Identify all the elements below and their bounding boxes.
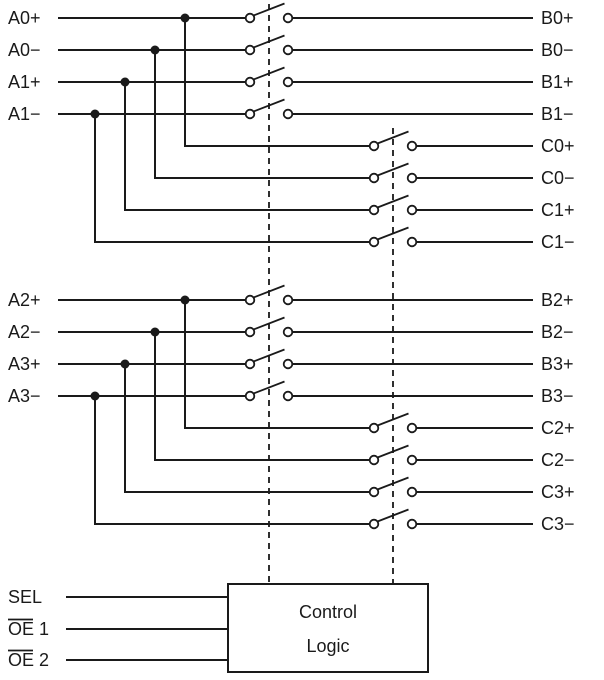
wiring-row-a2-plus: [58, 299, 533, 429]
wiring-row-a1-plus: [58, 81, 533, 211]
wiring-row-a3-minus: [58, 395, 533, 525]
port-label-c1-plus: C1+: [541, 200, 575, 220]
junction-a2-minus: [150, 327, 160, 337]
wiring-row-a0-plus: [58, 17, 533, 147]
junction-a3-minus: [90, 391, 100, 401]
port-label-b0-minus: B0−: [541, 40, 574, 60]
port-label-b1-plus: B1+: [541, 72, 574, 92]
port-label-c2-plus: C2+: [541, 418, 575, 438]
oe1-label: OE 1: [8, 619, 49, 639]
port-label-a0-plus: A0+: [8, 8, 41, 28]
port-label-b1-minus: B1−: [541, 104, 574, 124]
junction-a3-plus: [120, 359, 130, 369]
oe2-label: OE 2: [8, 650, 49, 670]
port-label-c0-plus: C0+: [541, 136, 575, 156]
port-label-b3-minus: B3−: [541, 386, 574, 406]
sel-label: SEL: [8, 587, 42, 607]
port-label-c2-minus: C2−: [541, 450, 575, 470]
control-logic-label-line1: Control: [299, 602, 357, 622]
wiring-row-a3-plus: [58, 363, 533, 493]
port-label-b3-plus: B3+: [541, 354, 574, 374]
junction-a0-minus: [150, 45, 160, 55]
junction-a0-plus: [180, 13, 190, 23]
port-label-c3-plus: C3+: [541, 482, 575, 502]
wiring-row-a1-minus: [58, 113, 533, 243]
port-label-b2-minus: B2−: [541, 322, 574, 342]
port-label-a3-minus: A3−: [8, 386, 41, 406]
port-label-a0-minus: A0−: [8, 40, 41, 60]
port-label-c0-minus: C0−: [541, 168, 575, 188]
junction-a2-plus: [180, 295, 190, 305]
port-label-a3-plus: A3+: [8, 354, 41, 374]
junction-a1-plus: [120, 77, 130, 87]
port-label-c3-minus: C3−: [541, 514, 575, 534]
port-label-a1-minus: A1−: [8, 104, 41, 124]
control-logic-label-line2: Logic: [306, 636, 349, 656]
control-logic-box: [227, 583, 429, 673]
junction-a1-minus: [90, 109, 100, 119]
port-label-a1-plus: A1+: [8, 72, 41, 92]
port-label-a2-minus: A2−: [8, 322, 41, 342]
port-label-b0-plus: B0+: [541, 8, 574, 28]
port-label-b2-plus: B2+: [541, 290, 574, 310]
port-label-a2-plus: A2+: [8, 290, 41, 310]
port-label-c1-minus: C1−: [541, 232, 575, 252]
